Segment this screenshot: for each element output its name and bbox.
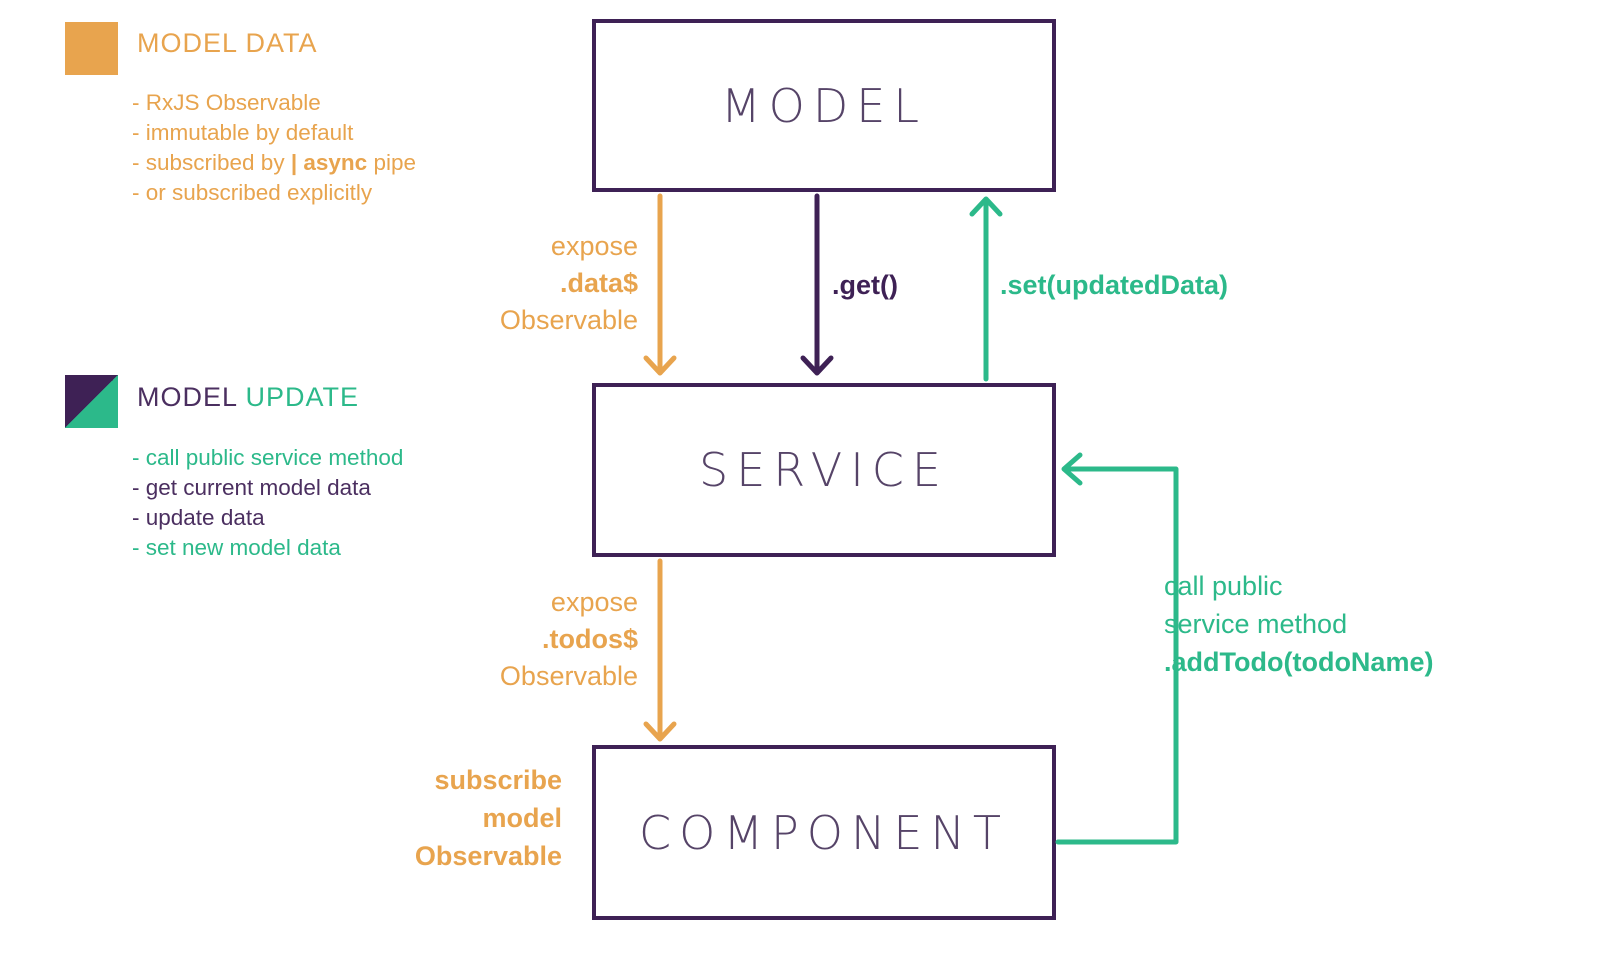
expose-todos-line3: Observable xyxy=(499,661,638,691)
legend-item-text: - or subscribed explicitly xyxy=(132,180,373,205)
legend-item: - set new model data xyxy=(132,535,341,560)
model-update-swatch-icon xyxy=(65,375,118,428)
subscribe-model-label: subscribe model Observable xyxy=(312,761,562,875)
legend-title-purple-part: MODEL xyxy=(137,382,246,412)
expose-todos-arrow-icon xyxy=(643,558,677,742)
model-data-legend-list: - RxJS Observable - immutable by default… xyxy=(132,88,416,208)
legend-item: - get current model data xyxy=(132,475,371,500)
call-public-line1: call public xyxy=(1164,571,1283,601)
legend-item: - RxJS Observable xyxy=(132,88,416,118)
add-todo-connector-icon xyxy=(1055,452,1179,845)
model-box: MODEL xyxy=(592,19,1056,192)
subscribe-line2: model xyxy=(482,803,562,833)
model-data-swatch-icon xyxy=(65,22,118,75)
call-public-line2: service method xyxy=(1164,609,1348,639)
component-box: COMPONENT xyxy=(592,745,1056,920)
expose-data-line3: Observable xyxy=(499,305,638,335)
legend-item-text: - RxJS Observable xyxy=(132,90,321,115)
legend-item-bold-text: | async xyxy=(290,150,368,175)
service-box-title: SERVICE xyxy=(699,443,949,497)
legend-item-text: - subscribed by xyxy=(132,150,291,175)
expose-todos-line1: expose xyxy=(550,587,638,617)
model-data-legend-title: MODEL DATA xyxy=(137,28,318,58)
legend-title-green-part: UPDATE xyxy=(245,382,360,412)
call-public-service-label: call public service method .addTodo(todo… xyxy=(1164,567,1433,681)
expose-data-line1: expose xyxy=(550,231,638,261)
expose-data-arrow-icon xyxy=(643,193,677,376)
call-public-line3: .addTodo(todoName) xyxy=(1164,647,1434,677)
model-update-legend-title: MODEL UPDATE xyxy=(137,381,359,413)
service-box: SERVICE xyxy=(592,383,1056,557)
expose-data-line2: .data$ xyxy=(559,268,638,298)
legend-item: - subscribed by | async pipe xyxy=(132,148,416,178)
set-arrow-icon xyxy=(969,196,1003,382)
get-label: .get() xyxy=(832,270,898,300)
model-update-legend-list: - call public service method - get curre… xyxy=(132,443,403,563)
expose-data-label: expose .data$ Observable xyxy=(388,228,638,339)
legend-item: - immutable by default xyxy=(132,118,416,148)
legend-item-text: - immutable by default xyxy=(132,120,354,145)
expose-todos-label: expose .todos$ Observable xyxy=(388,584,638,695)
legend-item: - call public service method xyxy=(132,445,404,470)
get-arrow-icon xyxy=(800,193,834,376)
subscribe-line1: subscribe xyxy=(434,765,562,795)
model-box-title: MODEL xyxy=(720,78,927,133)
subscribe-line3: Observable xyxy=(414,841,562,871)
expose-todos-line2: .todos$ xyxy=(541,624,638,654)
component-box-title: COMPONENT xyxy=(639,805,1009,860)
legend-item: - or subscribed explicitly xyxy=(132,178,416,208)
set-updated-data-label: .set(updatedData) xyxy=(1000,270,1229,300)
legend-item-text: pipe xyxy=(367,150,416,175)
legend-item: - update data xyxy=(132,505,265,530)
